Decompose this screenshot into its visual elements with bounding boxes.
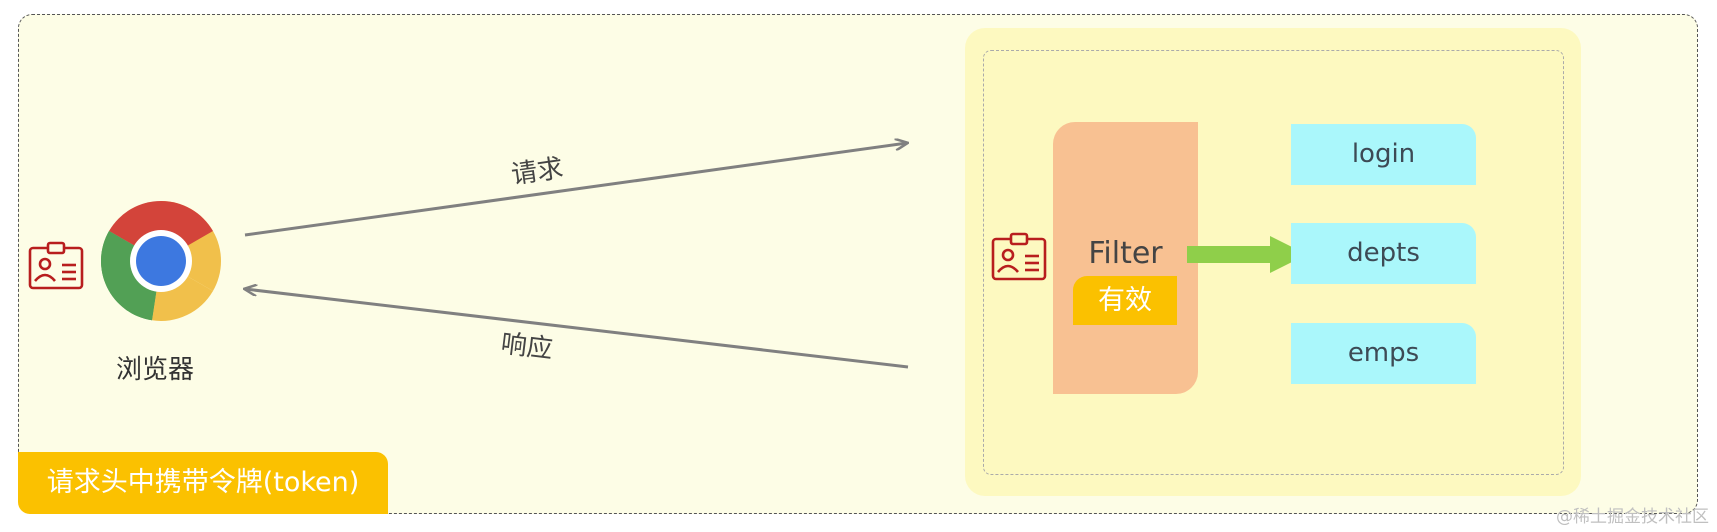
request-label: 请求 xyxy=(509,154,565,191)
response-arrow xyxy=(245,289,909,369)
browser-label: 浏览器 xyxy=(115,355,194,385)
token-banner: 请求头中携带令牌(token) xyxy=(18,452,388,514)
id-card-icon xyxy=(991,232,1047,281)
arrow-right-icon xyxy=(1187,236,1307,273)
id-card-icon xyxy=(28,241,84,290)
filter-box xyxy=(1053,122,1198,394)
watermark: @稀土掘金技术社区 xyxy=(1556,507,1709,527)
response-label: 响应 xyxy=(499,329,554,365)
endpoint-login: login xyxy=(1291,124,1476,185)
chrome-icon xyxy=(101,201,221,321)
filter-label: Filter xyxy=(1088,236,1163,271)
server-inner-boundary xyxy=(983,50,1564,475)
valid-status-badge: 有效 xyxy=(1073,276,1177,325)
endpoint-emps: emps xyxy=(1291,323,1476,384)
endpoint-depts: depts xyxy=(1291,223,1476,284)
request-arrow xyxy=(244,143,907,237)
